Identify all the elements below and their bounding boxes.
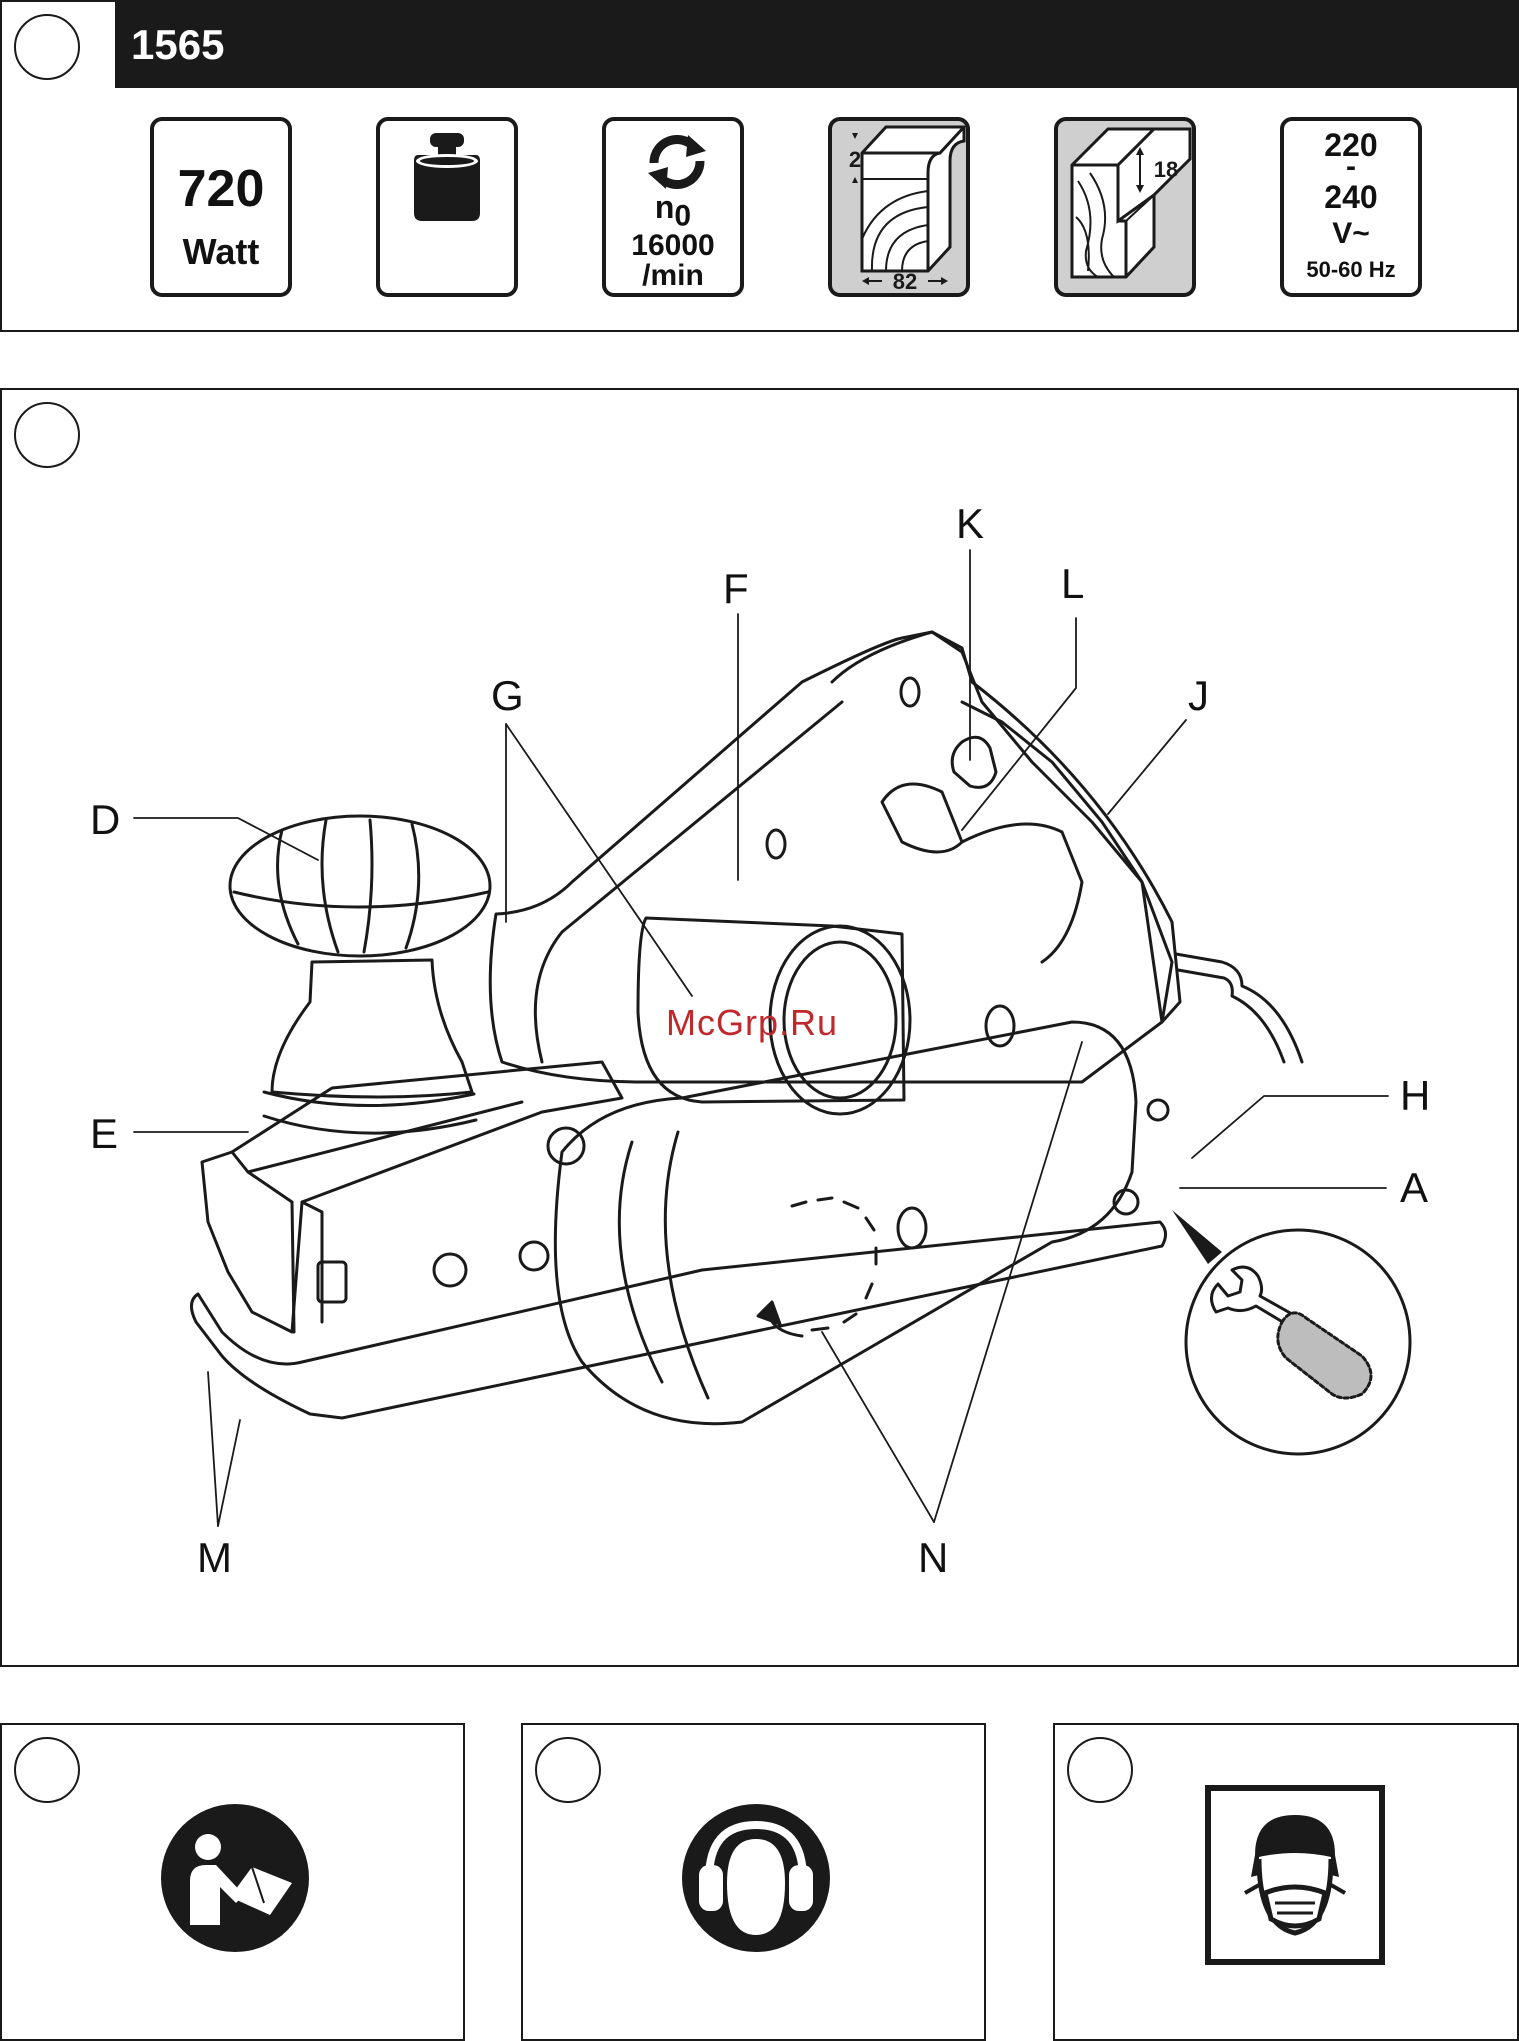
- read-manual-panel: [0, 1723, 465, 2041]
- ear-protection-panel: [521, 1723, 986, 2041]
- speed-unit: /min: [606, 259, 740, 293]
- power-value: 720: [154, 159, 288, 219]
- callout-k: K: [956, 500, 984, 548]
- speed-spec-box: n0 16000 /min: [602, 117, 744, 297]
- read-manual-icon: [160, 1803, 310, 1953]
- section-number-circle: [535, 1737, 601, 1803]
- power-cord: [1176, 954, 1302, 1062]
- voltage-frequency: 50-60 Hz: [1284, 257, 1418, 283]
- svg-text:82: 82: [893, 269, 917, 293]
- ear-protection-icon: [681, 1803, 831, 1953]
- callout-h: H: [1400, 1072, 1430, 1120]
- callout-a: A: [1400, 1164, 1428, 1212]
- voltage-current: V~: [1284, 217, 1418, 251]
- rebate-depth-icon: 18: [1058, 121, 1192, 293]
- wrench-icon: [1211, 1267, 1292, 1324]
- planing-spec-box: 2 82: [828, 117, 970, 297]
- specs-panel: 1565 720 Watt n0 16000 /min: [0, 0, 1519, 332]
- svg-text:18: 18: [1154, 157, 1178, 182]
- svg-text:2: 2: [849, 147, 861, 172]
- speed-symbol: n0: [606, 189, 740, 233]
- weight-icon: [380, 121, 514, 293]
- front-knob: [230, 816, 490, 956]
- section-number-circle: [14, 14, 80, 80]
- model-title-bar: 1565: [115, 2, 1519, 88]
- power-spec-box: 720 Watt: [150, 117, 292, 297]
- callout-l: L: [1061, 560, 1084, 608]
- callout-e: E: [90, 1110, 118, 1158]
- callout-m: M: [197, 1534, 232, 1582]
- power-unit: Watt: [154, 231, 288, 273]
- rebate-spec-box: 18: [1054, 117, 1196, 297]
- dust-mask-icon: [1205, 1785, 1385, 1965]
- lock-button: [952, 737, 996, 787]
- rotation-icon: [642, 129, 712, 195]
- model-number: 1565: [131, 21, 224, 68]
- watermark-text: McGrp.Ru: [666, 1002, 838, 1044]
- tool-diagram-panel: K F L G J D E H A M N McGrp.Ru: [0, 388, 1519, 1667]
- speed-value: 16000: [606, 229, 740, 263]
- dust-mask-panel: [1053, 1723, 1519, 2041]
- section-number-circle: [14, 1737, 80, 1803]
- callout-n: N: [918, 1534, 948, 1582]
- voltage-dash: -: [1284, 153, 1418, 181]
- section-number-circle: [1067, 1737, 1133, 1803]
- voltage-spec-box: 220 - 240 V~ 50-60 Hz: [1280, 117, 1422, 297]
- callout-j: J: [1188, 672, 1209, 720]
- weight-spec-box: [376, 117, 518, 297]
- callout-d: D: [90, 796, 120, 844]
- callout-f: F: [723, 565, 749, 613]
- voltage-max: 240: [1284, 179, 1418, 216]
- planing-depth-width-icon: 2 82: [832, 121, 966, 293]
- brush-icon: [1278, 1313, 1371, 1398]
- callout-g: G: [491, 672, 524, 720]
